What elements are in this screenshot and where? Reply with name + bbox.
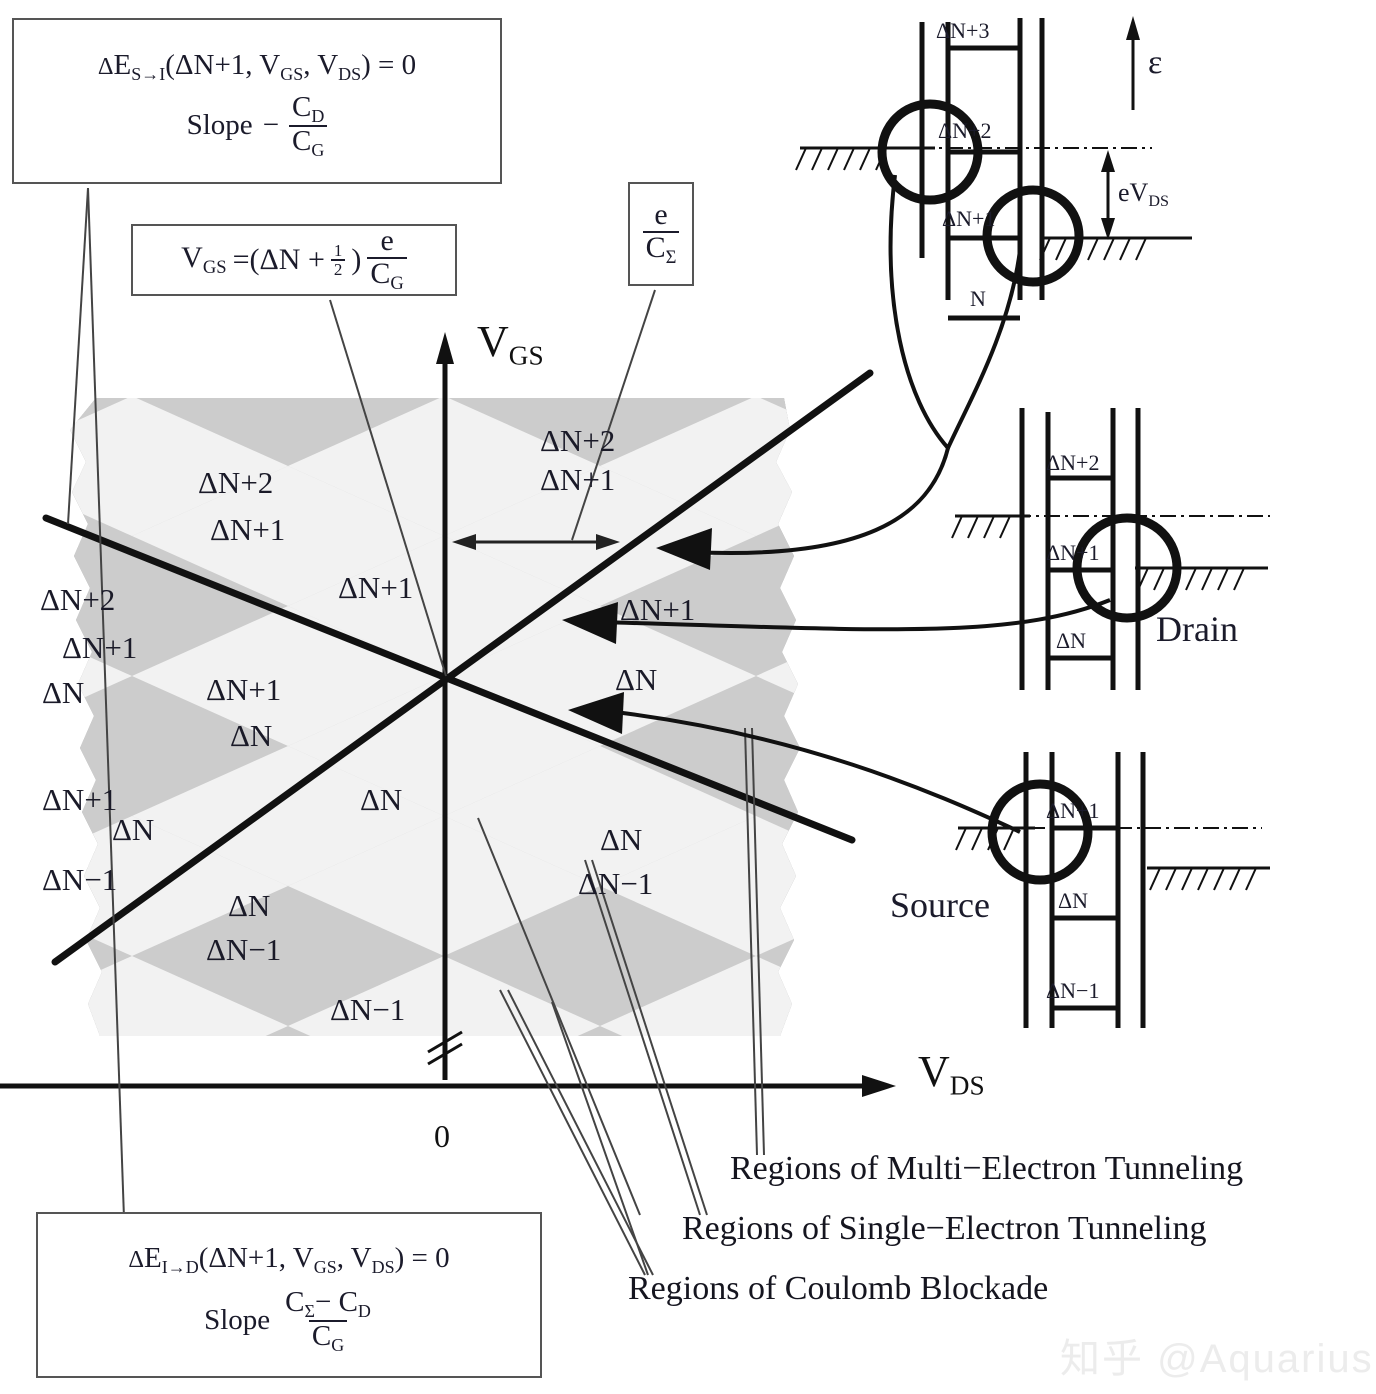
- region-label: ΔN−1: [42, 862, 118, 897]
- vgs-equation: VGS =(ΔN + 1 2 ) e CG: [181, 226, 407, 293]
- region-label: ΔN: [112, 812, 155, 847]
- leader-bottom-left-box: [87, 187, 125, 1219]
- slope-fraction: CD CG: [289, 92, 328, 159]
- source-electrode-label: Source: [890, 885, 990, 925]
- band-level-label-top-4: N: [970, 286, 986, 311]
- slope-fraction-2: CΣ− CD CG: [285, 1285, 371, 1355]
- band-level-label-mid-3: ΔN: [1056, 628, 1087, 653]
- band-diagram-top: [795, 16, 1192, 321]
- vds-axis-label: VDS: [918, 1047, 985, 1101]
- band-level-label-mid-1: ΔN+2: [1046, 450, 1100, 475]
- vgs-resonance-box: VGS =(ΔN + 1 2 ) e CG: [131, 224, 457, 296]
- band-level-label-bot-2: ΔN: [1058, 888, 1089, 913]
- region-label: ΔN: [228, 888, 271, 923]
- region-label: ΔN: [360, 782, 403, 817]
- band-diagram-bottom: [955, 752, 1270, 1028]
- region-label: ΔN+1: [42, 782, 118, 817]
- drain-electrode-label: Drain: [1156, 609, 1238, 649]
- itd-equation-line: ΔEI→D(ΔN+1, VGS, VDS) = 0: [128, 1242, 450, 1277]
- source-to-island-condition-box: ΔES→I(ΔN+1, VGS, VDS) = 0 Slope − CD CG: [12, 18, 502, 184]
- region-label: ΔN−1: [330, 992, 406, 1027]
- band-level-label-top-1: ΔN+3: [936, 18, 990, 43]
- legend-coulomb-blockade: Regions of Coulomb Blockade: [628, 1270, 1049, 1307]
- leader-top-left-box: [67, 187, 89, 525]
- legend-leader-lines: [477, 727, 765, 1276]
- island-to-drain-condition-box: ΔEI→D(ΔN+1, VGS, VDS) = 0 Slope CΣ− CD C…: [36, 1212, 542, 1378]
- region-label: ΔN: [615, 662, 658, 697]
- diamond-boundary-lines: [42, 369, 874, 966]
- region-label: ΔN−1: [206, 932, 282, 967]
- region-label: ΔN+2: [540, 423, 616, 458]
- watermark: 知乎 @Aquarius: [1060, 1337, 1374, 1381]
- vgs-axis-label: VGS: [477, 317, 544, 371]
- region-label: ΔN+1: [620, 592, 696, 627]
- band-level-label-bot-3: ΔN−1: [1046, 978, 1100, 1003]
- region-label: ΔN+2: [40, 582, 116, 617]
- region-label: ΔN: [230, 718, 273, 753]
- itd-slope-line: Slope CΣ− CD CG: [204, 1285, 374, 1355]
- region-label: ΔN: [600, 822, 643, 857]
- band-level-label-mid-2: ΔN+1: [1046, 540, 1100, 565]
- region-label: ΔN+1: [210, 512, 286, 547]
- evds-label: eVDS: [1118, 178, 1169, 211]
- sti-slope-line: Slope − CD CG: [187, 92, 328, 159]
- band-diagram-connectors: [599, 174, 1111, 834]
- region-pointer-arrowheads: [562, 528, 712, 734]
- leader-e-csigma: [571, 289, 656, 541]
- sti-equation-line: ΔES→I(ΔN+1, VGS, VDS) = 0: [97, 49, 417, 84]
- e-over-cg-fraction: e CG: [367, 226, 407, 293]
- leader-vgs-box: [329, 299, 447, 677]
- band-level-label-top-3: ΔN+1: [942, 206, 996, 231]
- vds-axis: [0, 1075, 896, 1097]
- legend-multi-electron: Regions of Multi−Electron Tunneling: [730, 1150, 1244, 1187]
- region-label: ΔN+1: [206, 672, 282, 707]
- region-label: ΔN+1: [62, 630, 138, 665]
- one-half-fraction: 1 2: [330, 241, 346, 279]
- charging-energy-box: e CΣ: [628, 182, 694, 286]
- e-over-csigma-fraction: e CΣ: [642, 200, 680, 267]
- energy-axis-label: ε: [1148, 44, 1163, 81]
- region-label: ΔN+1: [540, 462, 616, 497]
- band-level-label-bot-1: ΔN+1: [1046, 798, 1100, 823]
- band-diagram-middle: [951, 408, 1270, 690]
- region-label: ΔN−1: [578, 866, 654, 901]
- region-label: ΔN+1: [338, 570, 414, 605]
- band-level-label-top-2: ΔN+2: [938, 118, 992, 143]
- region-label: ΔN: [42, 675, 85, 710]
- origin-label: 0: [434, 1118, 450, 1154]
- charging-energy-measure-arrow: [452, 534, 620, 550]
- region-label: ΔN+2: [198, 465, 274, 500]
- vgs-axis: [427, 332, 463, 1080]
- legend-single-electron: Regions of Single−Electron Tunneling: [682, 1210, 1207, 1247]
